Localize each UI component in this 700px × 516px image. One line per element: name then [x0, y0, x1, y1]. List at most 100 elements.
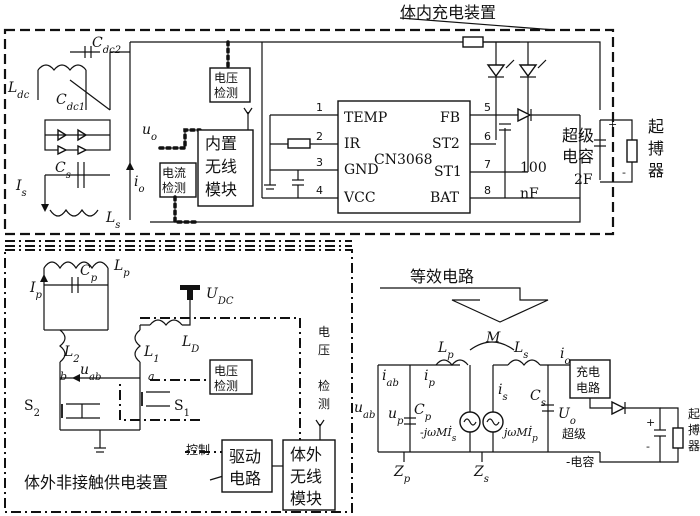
- eq-cp-label: Cp: [414, 402, 432, 423]
- eq-minus: -: [646, 440, 650, 453]
- output-diode: [517, 107, 532, 123]
- chip-wiring: [261, 42, 580, 199]
- cdc2-label: Cdc2: [92, 35, 121, 56]
- node-a-label: a: [148, 370, 155, 383]
- side-voltage-detect-3: 检: [318, 378, 330, 393]
- ld-label: LD: [181, 334, 199, 355]
- pin-3-num: 3: [316, 156, 323, 169]
- side-voltage-detect-4: 测: [318, 397, 330, 411]
- eq-supercap-line1: 超级: [562, 426, 586, 441]
- cap-100-line1: 100: [520, 160, 547, 176]
- inner-wireless-line1: 内置: [205, 134, 237, 153]
- eq-pacemaker-resistor: [672, 427, 684, 449]
- outer-voltage-detect-box: [209, 359, 253, 395]
- l1-coil: [134, 329, 141, 363]
- side-voltage-detect-2: 压: [318, 343, 330, 357]
- supercap-value: 2F: [574, 172, 593, 188]
- driver-line1: 驱动: [229, 447, 261, 466]
- outer-voltage-detect-line1: 电压: [214, 364, 238, 378]
- pin-8-label: BAT: [430, 190, 460, 206]
- node-b-label: b: [60, 370, 67, 383]
- eq-charger-line2: 电路: [576, 380, 600, 395]
- pin-6-label: ST2: [432, 136, 460, 152]
- switch-s2: [59, 378, 100, 430]
- eq-charger-box: [569, 359, 611, 399]
- inner-top-bus: [130, 41, 601, 110]
- eq-src-p-label: -jωMİs: [420, 425, 457, 444]
- pacemaker-line2: 搏: [648, 139, 664, 158]
- pin-1-num: 1: [316, 101, 323, 114]
- udc-source: [180, 285, 200, 318]
- ld-coil: [149, 319, 183, 326]
- uo-label: uo: [142, 122, 157, 143]
- pin-3-label: GND: [344, 162, 379, 178]
- cs-label: Cs: [55, 160, 71, 181]
- ls-label: Ls: [105, 210, 120, 231]
- cn3068-chip: [337, 100, 471, 214]
- outer-wireless-line3: 模块: [290, 489, 322, 508]
- equivalent-title: 等效电路: [410, 267, 474, 286]
- ls-coil: [49, 208, 99, 217]
- inner-wireless-line2: 无线: [205, 157, 237, 176]
- inner-wireless-module: [197, 129, 254, 207]
- l1-label: L1: [143, 344, 160, 365]
- pin-4-num: 4: [316, 184, 323, 197]
- side-voltage-detect-1: 电: [318, 325, 330, 339]
- eq-zp-label: Zp: [393, 464, 411, 485]
- eq-up-label: up: [388, 406, 404, 427]
- ip-label: Ip: [29, 280, 43, 301]
- pin-5-label: FB: [440, 110, 460, 126]
- ldc-label: Ldc: [7, 80, 30, 101]
- pin-1-label: TEMP: [344, 110, 387, 126]
- udc-label: UDC: [206, 286, 234, 307]
- driver-circuit-box: [221, 439, 273, 493]
- equivalent-circuit: 等效电路: [354, 267, 700, 485]
- lp-label: Lp: [113, 258, 130, 279]
- pacemaker-line1: 起: [648, 117, 664, 136]
- supercap-line2: 电容: [562, 147, 594, 166]
- inner-voltage-detect-line2: 检测: [214, 85, 238, 100]
- l2-label: L2: [63, 344, 80, 365]
- pin-2-num: 2: [316, 130, 323, 143]
- chip-name: CN3068: [374, 152, 433, 168]
- lp-coil: [43, 261, 109, 270]
- eq-uab-label: uab: [354, 400, 375, 421]
- eq-ls-label: Ls: [513, 340, 528, 361]
- outer-wireless-module: [282, 439, 336, 511]
- eq-zs-label: Zs: [473, 464, 489, 485]
- eq-iab-label: iab: [382, 368, 399, 389]
- outer-wireless-line2: 无线: [290, 467, 322, 486]
- supercap-plus: +: [608, 118, 617, 131]
- cdc1-label: Cdc1: [56, 92, 85, 113]
- eq-src-s-label: jωMİp: [501, 425, 538, 444]
- inner-device-boundary: [3, 28, 615, 236]
- inner-wireless-line3: 模块: [205, 180, 237, 199]
- cs-capacitor: [45, 162, 110, 188]
- eq-diode: [611, 400, 626, 416]
- inner-charging-device: 体内充电装置: [3, 3, 664, 236]
- inner-current-detect-box: [159, 162, 197, 198]
- inner-voltage-detect-box: [209, 67, 251, 103]
- outer-device-boundary: [4, 249, 353, 513]
- inner-voltage-detect-line1: 电压: [214, 71, 238, 85]
- equiv-secondary: [482, 359, 600, 453]
- s1-label: S1: [174, 398, 190, 419]
- resistor-top: [462, 36, 484, 48]
- outer-wireless-line1: 体外: [290, 445, 322, 464]
- outer-antenna-icon: [315, 419, 325, 440]
- pin-7-num: 7: [484, 158, 491, 171]
- receiver-resonant-section: [37, 42, 131, 220]
- pacemaker-load: [600, 119, 638, 183]
- cp-label: Cp: [80, 263, 98, 284]
- is-label: Is: [15, 178, 27, 199]
- eq-pacemaker-line2: 搏: [688, 423, 700, 437]
- pin-4-label: VCC: [343, 190, 376, 206]
- inner-antenna-icon: [243, 107, 253, 130]
- s2-label: S2: [24, 398, 40, 419]
- pin-5-num: 5: [484, 101, 491, 114]
- eq-plus: +: [646, 416, 655, 429]
- down-arrow-icon: [380, 287, 549, 323]
- eq-cs-label: Cs: [530, 388, 546, 409]
- outer-voltage-detect-line2: 检测: [214, 378, 238, 393]
- supercap-minus: -: [622, 166, 626, 179]
